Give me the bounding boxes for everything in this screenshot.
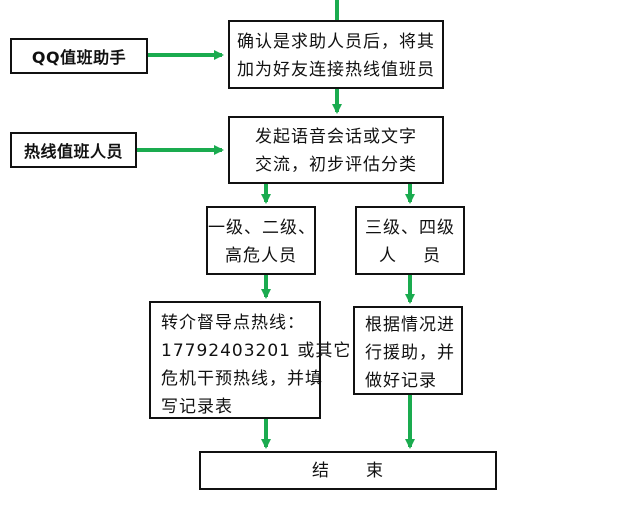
node-assist: 根据情况进 行援助，并 做好记录 <box>353 306 463 395</box>
node-high-risk: 一级、二级、 高危人员 <box>206 206 316 275</box>
node-transfer: 转介督导点热线： 17792403201 或其它 危机干预热线，并填 写记录表 <box>149 301 352 419</box>
node-low-risk-word-2: 员 <box>423 246 441 266</box>
hotline-staff-text: 热线值班人员 <box>23 142 123 161</box>
node-confirm: 确认是求助人员后，将其 加为好友连接热线值班员 <box>228 20 444 89</box>
node-transfer-line-3: 危机干预热线，并填 <box>161 369 323 389</box>
node-high-risk-line-2: 高危人员 <box>225 246 297 266</box>
node-end: 结 束 <box>199 451 497 490</box>
node-confirm-line-2: 加为好友连接热线值班员 <box>237 60 435 80</box>
node-low-risk-line-2: 人 员 <box>357 242 463 270</box>
node-chat-line-2: 交流，初步评估分类 <box>255 155 417 175</box>
node-high-risk-line-1: 一级、二级、 <box>208 218 316 238</box>
hotline-staff-label: 热线值班人员 <box>10 132 137 168</box>
node-low-risk-line-1: 三级、四级 <box>365 218 455 238</box>
node-low-risk-word-1: 人 <box>379 246 397 266</box>
node-assist-line-1: 根据情况进 <box>365 315 455 335</box>
node-end-char-1: 结 <box>312 460 330 481</box>
node-transfer-line-2: 17792403201 或其它 <box>161 341 352 361</box>
qq-assistant-label: QQ值班助手 <box>10 38 148 74</box>
node-transfer-line-1: 转介督导点热线： <box>161 313 305 333</box>
node-assist-line-3: 做好记录 <box>365 371 437 391</box>
node-chat: 发起语音会话或文字 交流，初步评估分类 <box>228 116 444 184</box>
qq-assistant-text: QQ值班助手 <box>31 48 127 67</box>
node-end-char-2: 束 <box>366 460 384 481</box>
node-assist-line-2: 行援助，并 <box>365 343 455 363</box>
node-chat-line-1: 发起语音会话或文字 <box>255 127 417 147</box>
node-low-risk: 三级、四级 人 员 <box>355 206 465 275</box>
node-confirm-line-1: 确认是求助人员后，将其 <box>237 32 435 52</box>
node-transfer-line-4: 写记录表 <box>161 397 233 417</box>
